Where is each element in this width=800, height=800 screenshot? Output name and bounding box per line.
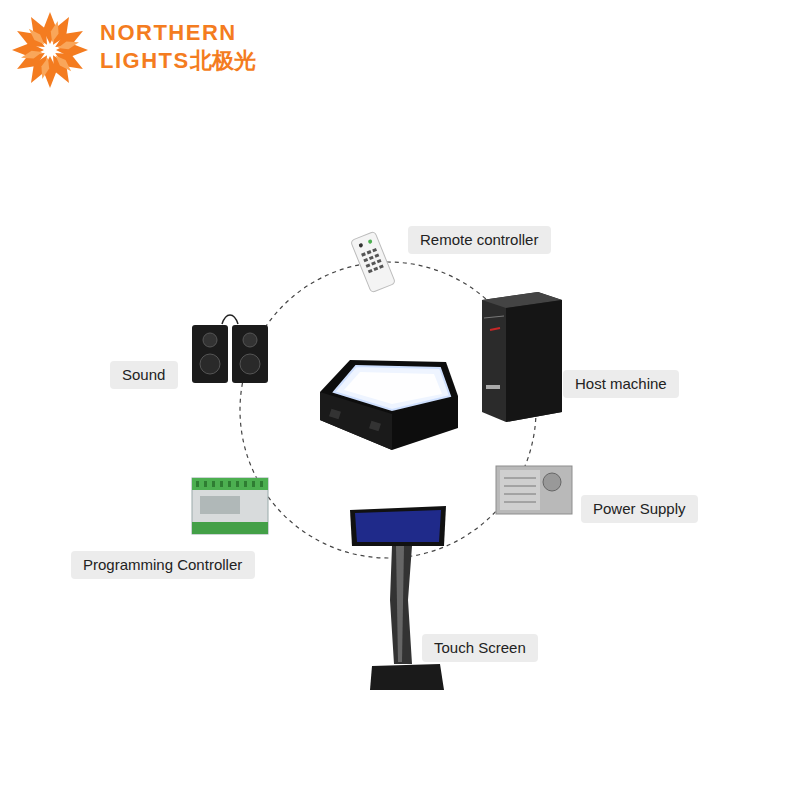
power-supply-icon	[496, 466, 572, 514]
logo-text: LIGHTS北极光	[100, 46, 256, 76]
remote-icon	[350, 231, 395, 293]
label-text: Power Supply	[593, 495, 686, 523]
label-box: Remote controller	[408, 226, 551, 254]
label-text: Touch Screen	[434, 634, 526, 662]
logo-text: NORTHERN	[100, 20, 237, 46]
label-box: Touch Screen	[422, 634, 538, 662]
label-text: Host machine	[575, 370, 667, 398]
speaker-icon	[192, 315, 268, 383]
label-box: Power Supply	[581, 495, 698, 523]
led-tile-illustration	[320, 360, 458, 450]
label-text: Sound	[122, 361, 166, 389]
label-text: Programming Controller	[83, 551, 243, 579]
label-box: Sound	[110, 361, 178, 389]
kiosk-icon	[350, 506, 446, 690]
label-text: Remote controller	[420, 226, 539, 254]
logo-sunburst	[12, 12, 88, 88]
logo-word: LIGHTS	[100, 48, 190, 73]
label-box: Programming Controller	[71, 551, 255, 579]
pc-tower-icon	[482, 292, 562, 422]
logo-word: NORTHERN	[100, 20, 237, 45]
plc-icon	[192, 478, 268, 534]
logo-chinese: 北极光	[190, 48, 256, 73]
label-box: Host machine	[563, 370, 679, 398]
